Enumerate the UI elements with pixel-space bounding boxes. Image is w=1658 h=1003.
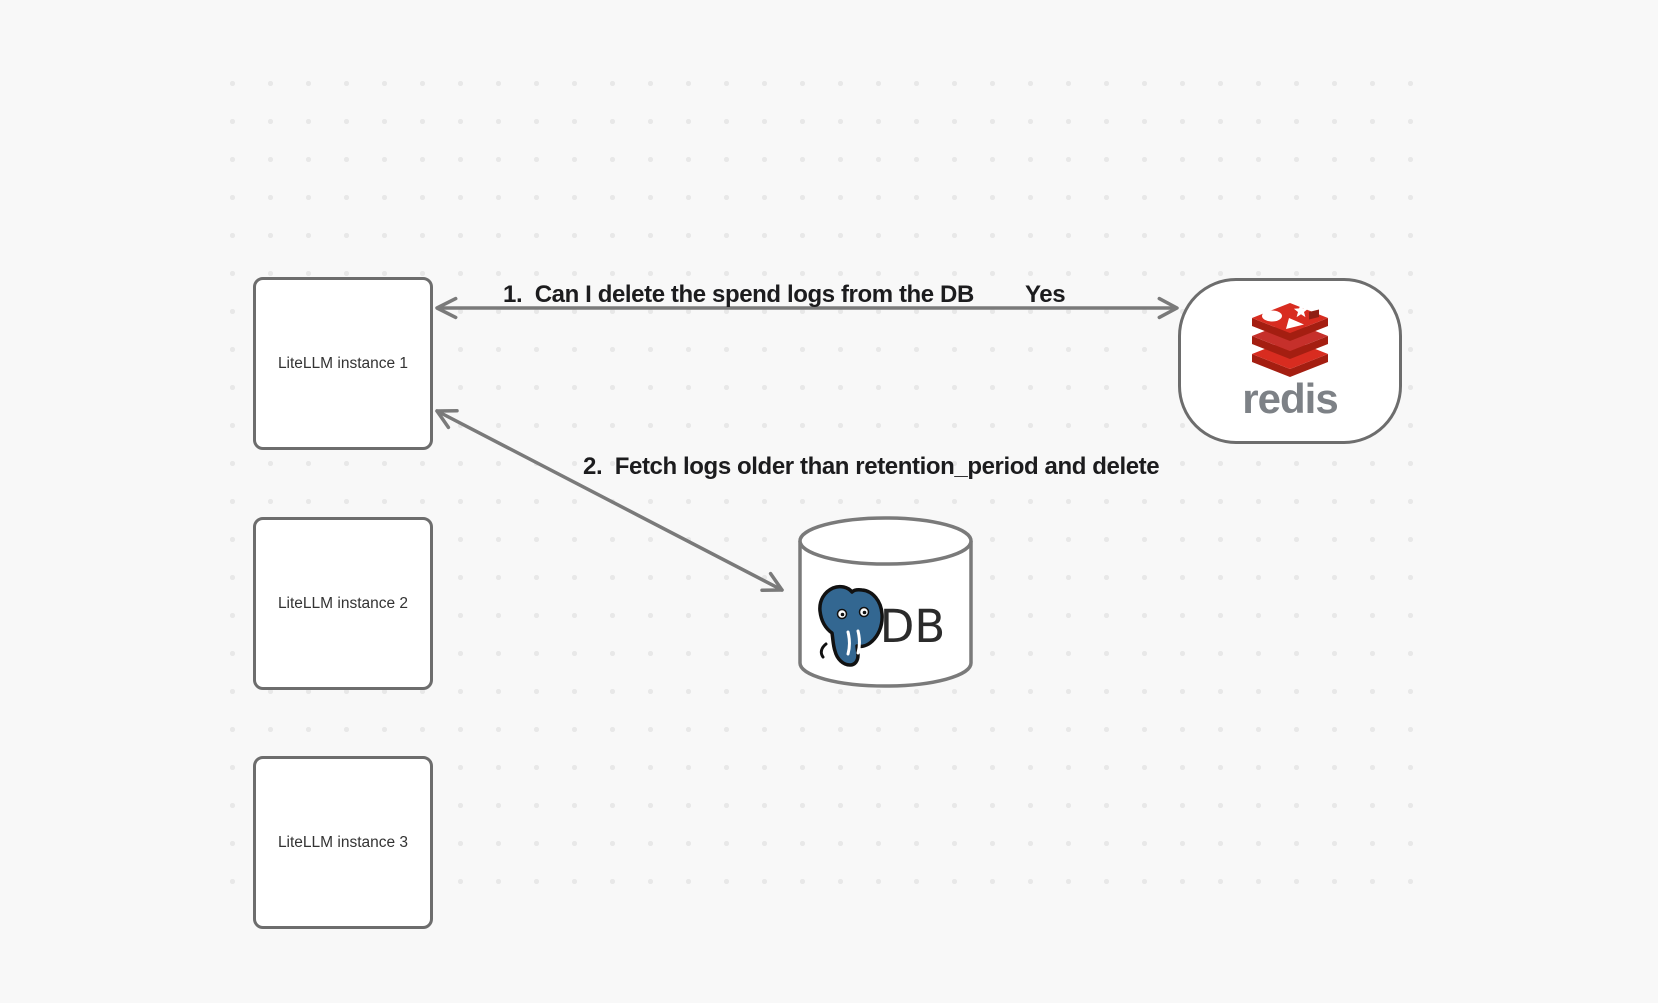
node-litellm-instance-1[interactable]: LiteLLM instance 1 bbox=[253, 277, 433, 450]
node-label: LiteLLM instance 3 bbox=[277, 833, 409, 851]
redis-logo-icon bbox=[1252, 302, 1328, 377]
node-label: LiteLLM instance 2 bbox=[277, 594, 409, 612]
edge-label-delete-spend-logs: 1. Can I delete the spend logs from the … bbox=[503, 281, 974, 308]
node-db[interactable]: DB bbox=[798, 515, 973, 690]
node-redis[interactable]: redis bbox=[1178, 278, 1402, 444]
edge-label-fetch-logs: 2. Fetch logs older than retention_perio… bbox=[583, 453, 1160, 480]
dot-grid-background bbox=[229, 80, 1414, 887]
db-node-label: DB bbox=[879, 599, 946, 653]
edge-response-yes: Yes bbox=[1025, 281, 1066, 308]
redis-wordmark: redis bbox=[1242, 374, 1338, 422]
node-litellm-instance-3[interactable]: LiteLLM instance 3 bbox=[253, 756, 433, 929]
node-label: LiteLLM instance 1 bbox=[277, 354, 409, 372]
node-litellm-instance-2[interactable]: LiteLLM instance 2 bbox=[253, 517, 433, 690]
postgresql-logo-icon bbox=[817, 584, 884, 667]
